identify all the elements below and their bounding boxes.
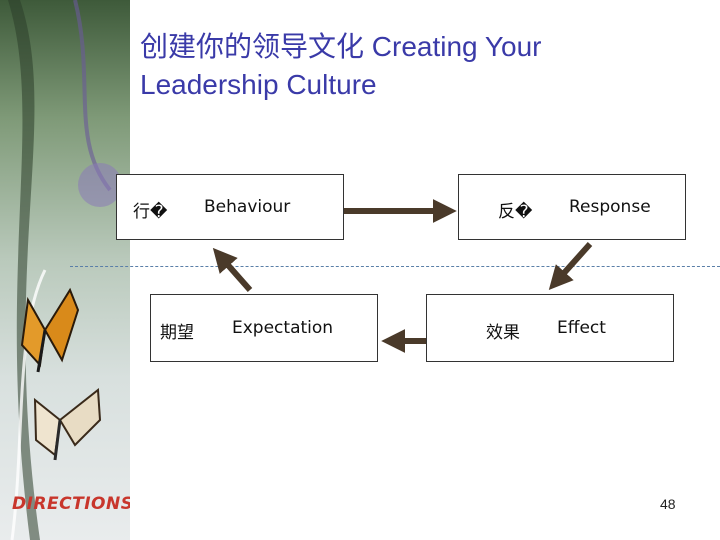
- title-line-2: Leadership Culture: [140, 69, 377, 100]
- dashed-divider: [70, 266, 720, 267]
- decorative-art-strip: DIRECTIONS: [0, 0, 130, 540]
- arrow-expectation-to-behaviour: [212, 247, 253, 292]
- expectation-en-label: Expectation: [232, 318, 334, 338]
- arrow-response-to-effect: [548, 241, 593, 291]
- page-number: 48: [660, 496, 676, 512]
- title-line-1: 创建你的领导文化 Creating Your: [140, 31, 542, 62]
- directions-logo: DIRECTIONS: [12, 494, 130, 514]
- expectation-cn-label: 期望: [160, 323, 194, 343]
- expectation-box: [150, 294, 378, 362]
- slide-title: 创建你的领导文化 Creating Your Leadership Cultur…: [140, 28, 700, 104]
- behaviour-en-label: Behaviour: [204, 197, 291, 217]
- effect-en-label: Effect: [557, 318, 606, 338]
- butterfly-artwork: [8, 0, 122, 540]
- response-cn-label: 反�: [498, 202, 533, 222]
- behaviour-cn-label: 行�: [133, 202, 168, 222]
- response-box: [458, 174, 686, 240]
- orange-butterfly-icon: [20, 287, 80, 373]
- effect-cn-label: 效果: [486, 323, 520, 343]
- white-butterfly-icon: [33, 388, 102, 461]
- response-en-label: Response: [569, 197, 651, 217]
- behaviour-box: [116, 174, 344, 240]
- effect-box: [426, 294, 674, 362]
